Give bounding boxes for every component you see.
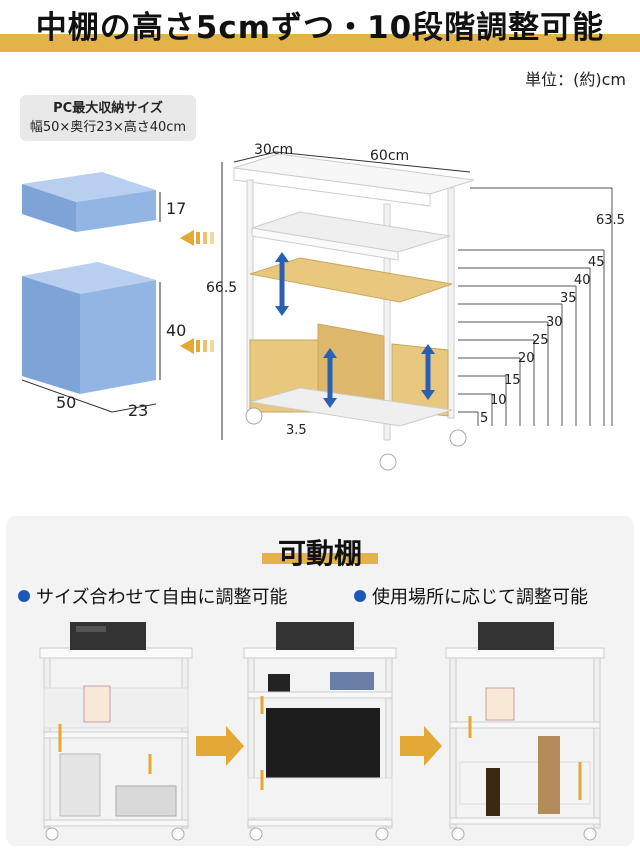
- arrow-right-icon: [400, 726, 442, 766]
- pc-storage-title: PC最大収納サイズ: [53, 101, 163, 116]
- feature-left: サイズ合わせて自由に調整可能: [18, 583, 287, 609]
- pc-storage-info: PC最大収納サイズ 幅50×奥行23×高さ40cm: [20, 95, 196, 141]
- page-title: 中棚の高さ5cmずつ・10段階調整可能: [35, 10, 605, 46]
- caster-gap-label: 3.5: [286, 423, 307, 438]
- pc-storage-dims: 幅50×奥行23×高さ40cm: [29, 120, 187, 135]
- usage-illustrations: [39, 622, 605, 841]
- box2-height-label: 40: [166, 321, 186, 340]
- cart-example-2: [243, 622, 397, 841]
- box2-width-label: 50: [56, 393, 76, 412]
- scale-label: 10: [490, 393, 507, 408]
- box2-depth-label: 23: [128, 401, 148, 420]
- cart-example-3: [445, 622, 605, 841]
- unit-label: 単位：(約)cm: [525, 70, 626, 89]
- header: 中棚の高さ5cmずつ・10段階調整可能: [0, 0, 640, 56]
- scale-label: 35: [560, 291, 577, 306]
- subtitle-underline: [262, 553, 378, 564]
- feature-right-text: 使用場所に応じて調整可能: [372, 587, 588, 608]
- scale-label: 20: [518, 351, 535, 366]
- depth-label: 30cm: [254, 142, 293, 158]
- scale-label: 25: [532, 333, 549, 348]
- arrow-left-icon: [180, 338, 214, 354]
- feature-right: 使用場所に応じて調整可能: [354, 583, 588, 609]
- arrow-right-icon: [196, 726, 244, 766]
- width-label: 60cm: [370, 148, 409, 164]
- cart-illustration: [233, 153, 475, 471]
- scale-label: 5: [480, 411, 488, 426]
- cart-example-1: [39, 622, 193, 841]
- height-scale: [458, 187, 613, 426]
- bullet-icon: [354, 590, 366, 602]
- scale-label: 63.5: [596, 213, 625, 228]
- scale-label: 30: [546, 315, 563, 330]
- section-title: 可動棚: [277, 537, 362, 570]
- total-height-label: 66.5: [206, 280, 237, 296]
- dimension-diagram: 17 40 50 23 30cm 60cm 66.5: [21, 142, 625, 471]
- scale-label: 40: [574, 273, 591, 288]
- bullet-icon: [18, 590, 30, 602]
- pc-box-large-illustration: [22, 262, 156, 394]
- scale-label: 15: [504, 373, 521, 388]
- arrow-left-icon: [180, 230, 214, 246]
- box1-height-label: 17: [166, 199, 186, 218]
- feature-left-text: サイズ合わせて自由に調整可能: [36, 587, 288, 608]
- scale-label: 45: [588, 255, 605, 270]
- pc-box-small-illustration: [22, 172, 156, 232]
- title-underline: [0, 34, 640, 52]
